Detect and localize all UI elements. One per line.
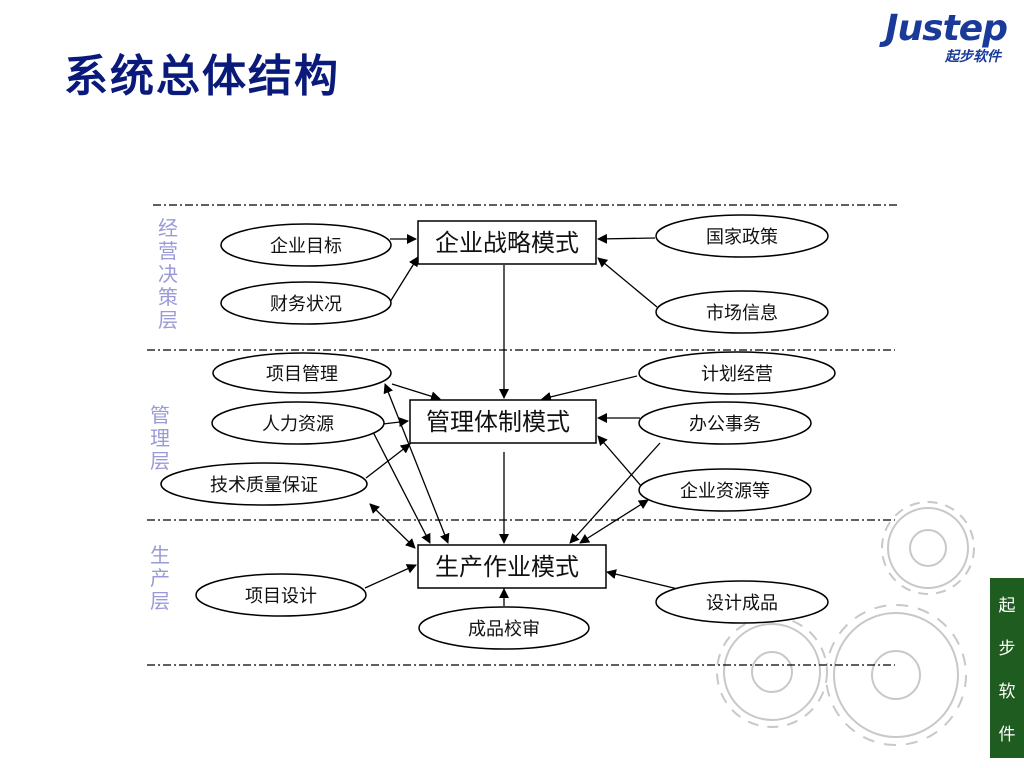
arrow-market-strategy	[597, 257, 658, 308]
oval-market: 市场信息	[655, 290, 829, 334]
oval-label: 人力资源	[262, 414, 334, 435]
oval-review: 成品校审	[418, 606, 590, 650]
layer-char: 层	[150, 449, 170, 473]
page-title: 系统总体结构	[64, 51, 340, 102]
gear-decoration	[716, 501, 975, 746]
arrow-resources-production	[579, 499, 649, 544]
oval-label: 项目管理	[266, 364, 338, 385]
oval-project-management: 项目管理	[212, 352, 392, 394]
layer-char: 理	[150, 426, 170, 450]
side-panel-char: 步	[998, 639, 1016, 659]
layer-label-decision: 经 营 决 策 层	[158, 216, 178, 332]
layer-char: 生	[150, 543, 170, 567]
layer-char: 层	[158, 308, 178, 332]
oval-label: 成品校审	[468, 619, 540, 640]
layer-label-production: 生 产 层	[150, 543, 170, 613]
layer-char: 策	[158, 285, 178, 309]
arrow-hr-production	[371, 429, 431, 544]
arrow-policy-strategy	[597, 233, 656, 244]
arrow-quality-production	[369, 503, 416, 549]
oval-label: 财务状况	[270, 294, 342, 315]
oval-planning: 计划经营	[638, 351, 836, 395]
oval-label: 办公事务	[689, 414, 761, 435]
arrow-projectmgmt-management	[391, 383, 441, 402]
oval-finance: 财务状况	[220, 281, 392, 325]
oval-resources: 企业资源等	[638, 468, 812, 512]
oval-policy: 国家政策	[655, 214, 829, 258]
oval-project-design: 项目设计	[195, 573, 367, 617]
oval-label: 计划经营	[701, 364, 773, 385]
box-management: 管理体制模式	[409, 399, 597, 444]
box-strategy: 企业战略模式	[417, 220, 597, 265]
oval-label: 市场信息	[706, 303, 778, 324]
arrow-planning-management	[541, 375, 638, 402]
arrow-finance-strategy	[389, 256, 419, 303]
logo-word: Justep	[885, 8, 1008, 49]
oval-goal: 企业目标	[220, 223, 392, 267]
box-label: 企业战略模式	[435, 229, 579, 257]
layer-char: 层	[150, 589, 170, 613]
arrow-deliverable-production	[606, 569, 683, 591]
gear-icon	[881, 501, 975, 595]
oval-hr: 人力资源	[211, 401, 385, 445]
gear-icon	[716, 616, 828, 728]
oval-label: 项目设计	[245, 586, 317, 607]
side-panel-char: 软	[998, 682, 1016, 702]
box-label: 生产作业模式	[435, 553, 579, 581]
arrow-projectdesign-production	[364, 564, 417, 589]
layer-char: 经	[158, 216, 178, 240]
box-label: 管理体制模式	[426, 408, 570, 436]
oval-deliverable: 设计成品	[655, 580, 829, 624]
side-panel: 起 步 软 件	[990, 578, 1024, 758]
layer-char: 决	[158, 262, 178, 286]
layer-separators	[147, 204, 900, 666]
layer-char: 管	[150, 403, 170, 427]
oval-label: 国家政策	[706, 227, 778, 248]
layer-label-management: 管 理 层	[150, 403, 170, 473]
layer-char: 营	[158, 239, 178, 263]
box-production: 生产作业模式	[417, 544, 607, 589]
justep-logo: Justep 起步软件	[830, 8, 1015, 65]
oval-quality: 技术质量保证	[160, 462, 368, 506]
side-panel-char: 件	[998, 725, 1016, 745]
connectors	[364, 233, 683, 606]
logo-subtitle: 起步软件	[945, 49, 1001, 65]
arrow-projectmgmt-production	[383, 383, 450, 544]
oval-label: 企业目标	[270, 236, 342, 257]
oval-label: 技术质量保证	[210, 475, 318, 496]
oval-office: 办公事务	[638, 401, 812, 445]
layer-char: 产	[150, 566, 170, 590]
arrow-resources-management	[597, 435, 643, 488]
oval-label: 设计成品	[706, 593, 778, 614]
gear-icon	[825, 604, 967, 746]
oval-label: 企业资源等	[680, 481, 770, 502]
side-panel-char: 起	[998, 596, 1016, 616]
